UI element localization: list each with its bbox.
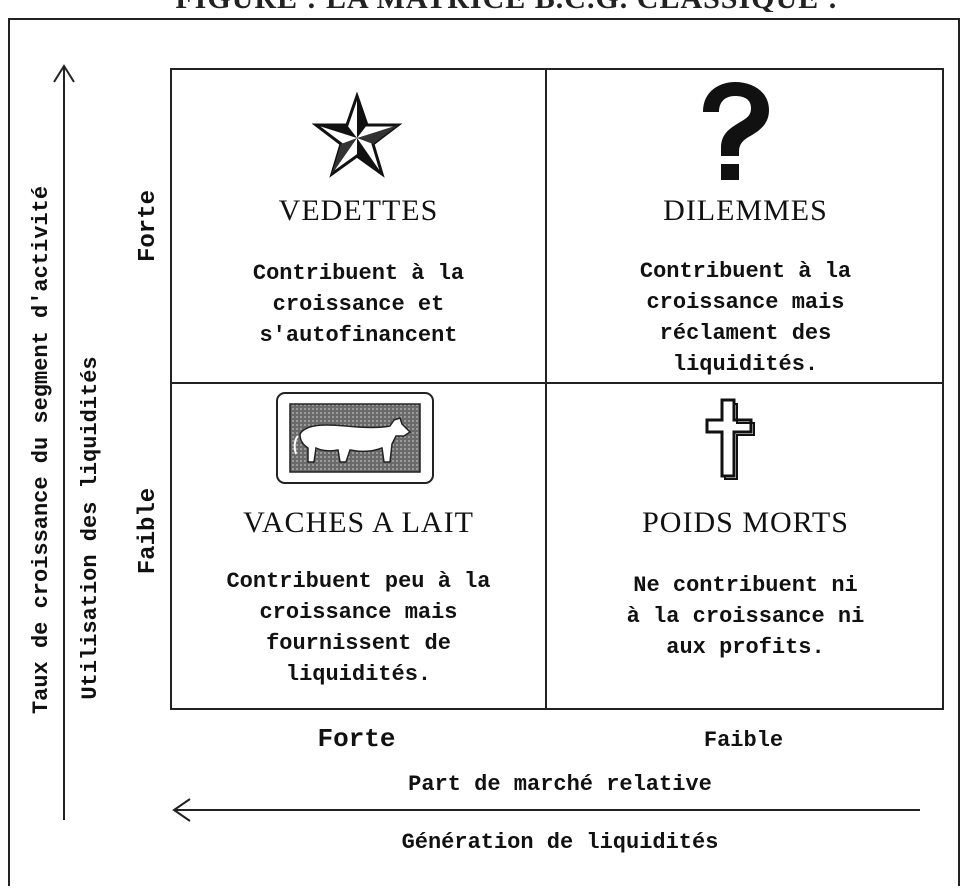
description-line: Contribuent peu à la — [226, 569, 491, 594]
y-axis-label-primary: Taux de croissance du segment d'activité — [29, 185, 54, 715]
description-line: croissance mais — [646, 290, 845, 315]
quadrant-title: VACHES A LAIT — [243, 506, 474, 539]
page-title: FIGURE : LA MATRICE B.C.G. CLASSIQUE : — [90, 0, 924, 12]
matrix-vertical-divider — [545, 70, 547, 708]
y-level-low: Faible — [135, 487, 162, 575]
description-line: fournissent de — [266, 631, 451, 656]
quadrant-description: Contribuent à la croissance et s'autofin… — [172, 258, 545, 351]
quadrant-title: POIDS MORTS — [642, 506, 849, 539]
description-line: liquidités. — [672, 352, 819, 377]
description-line: aux profits. — [666, 635, 825, 660]
x-level-left: Forte — [317, 724, 396, 754]
description-line: Contribuent à la — [252, 261, 465, 286]
description-line: réclament des — [659, 321, 832, 346]
x-axis-label-primary: Part de marché relative — [408, 772, 712, 797]
description-line: Contribuent à la — [639, 259, 852, 284]
description-line: croissance et — [272, 292, 445, 317]
y-level-high: Forte — [135, 190, 162, 263]
description-line: liquidités. — [285, 662, 432, 687]
x-level-right: Faible — [703, 728, 784, 753]
quadrant-description: Contribuent peu à la croissance mais fou… — [172, 566, 545, 690]
description-line: à la croissance ni — [626, 604, 865, 629]
question-mark-icon — [703, 82, 769, 180]
quadrant-dilemmes: DILEMMES Contribuent à la croissance mai… — [547, 70, 944, 382]
y-axis-label-secondary: Utilisation des liquidités — [78, 356, 103, 700]
x-axis-arrow — [172, 798, 920, 822]
description-line: Ne contribuent ni — [633, 573, 858, 598]
quadrant-vaches-a-lait: VACHES A LAIT Contribuent peu à la crois… — [172, 384, 545, 710]
y-axis-arrow — [53, 64, 75, 820]
quadrant-title: VEDETTES — [278, 194, 439, 227]
quadrant-description: Contribuent à la croissance mais réclame… — [547, 256, 944, 380]
matrix-horizontal-divider — [172, 382, 942, 384]
quadrant-description: Ne contribuent ni à la croissance ni aux… — [547, 570, 944, 663]
star-icon — [312, 92, 402, 178]
quadrant-poids-morts: POIDS MORTS Ne contribuent ni à la crois… — [547, 384, 944, 710]
description-line: croissance mais — [259, 600, 458, 625]
description-line: s'autofinancent — [259, 323, 458, 348]
bcg-matrix: VEDETTES Contribuent à la croissance et … — [170, 68, 944, 710]
quadrant-title: DILEMMES — [663, 194, 828, 227]
quadrant-vedettes: VEDETTES Contribuent à la croissance et … — [172, 70, 545, 382]
cross-icon — [705, 398, 755, 480]
cow-icon — [276, 392, 434, 484]
x-axis-label-secondary: Génération de liquidités — [401, 830, 719, 855]
figure-frame — [8, 18, 960, 886]
